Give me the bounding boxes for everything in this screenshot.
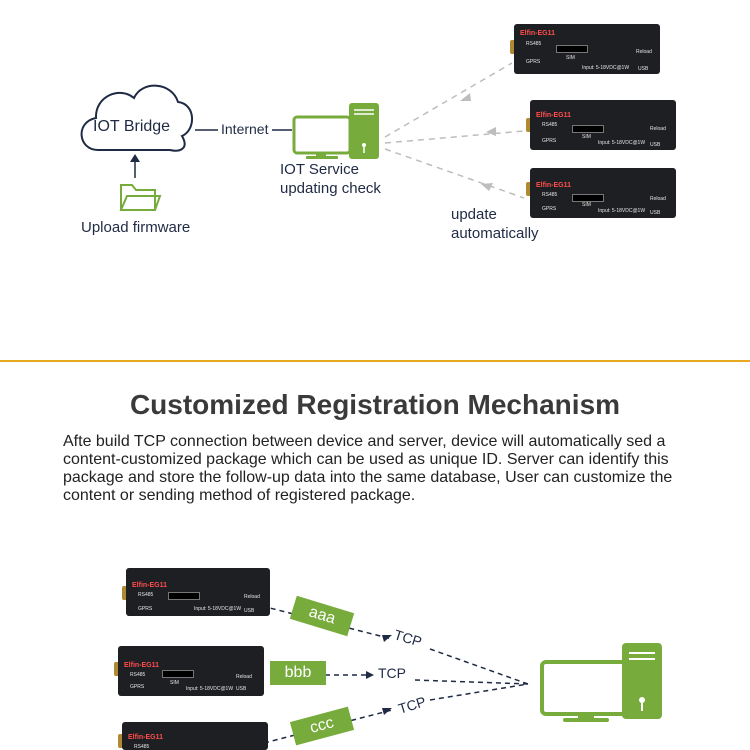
server-computer-icon <box>292 103 379 159</box>
service-label-line2: updating check <box>280 180 381 197</box>
tag-bbb: bbb <box>270 661 326 685</box>
device-elfin-bottom-3: Elfin-EG11 RS485 <box>118 722 268 750</box>
tcp-label-2: TCP <box>378 665 406 681</box>
server-computer-icon-bottom <box>540 643 662 722</box>
iot-bridge-label: IOT Bridge <box>93 118 171 135</box>
section-paragraph: Afte build TCP connection between device… <box>63 433 673 504</box>
bottom-diagram-lines <box>261 605 662 744</box>
device-elfin-bottom-1: Elfin-EG11 RS485 GPRS Input: 5-18VDC@1W … <box>122 568 270 616</box>
folder-icon <box>119 184 162 211</box>
device-elfin-top-1: Elfin-EG11 RS485 GPRS SIM Input: 5-18VDC… <box>510 24 660 74</box>
section-title: Customized Registration Mechanism <box>129 389 621 420</box>
device-elfin-top-3: Elfin-EG11 RS485 GPRS SIM Input: 5-18VDC… <box>526 168 676 218</box>
cloud-icon <box>80 84 193 152</box>
update-label-line2: automatically <box>451 225 539 242</box>
top-diagram-lines <box>80 62 525 211</box>
internet-label: Internet <box>221 121 269 137</box>
service-label-line1: IOT Service <box>280 161 359 178</box>
device-elfin-bottom-2: Elfin-EG11 RS485 GPRS SIM Input: 5-18VDC… <box>114 646 264 696</box>
device-elfin-top-2: Elfin-EG11 RS485 GPRS SIM Input: 5-18VDC… <box>526 100 676 150</box>
update-label-line1: update <box>451 206 497 223</box>
upload-firmware-label: Upload firmware <box>81 219 191 236</box>
section-divider <box>0 360 750 362</box>
